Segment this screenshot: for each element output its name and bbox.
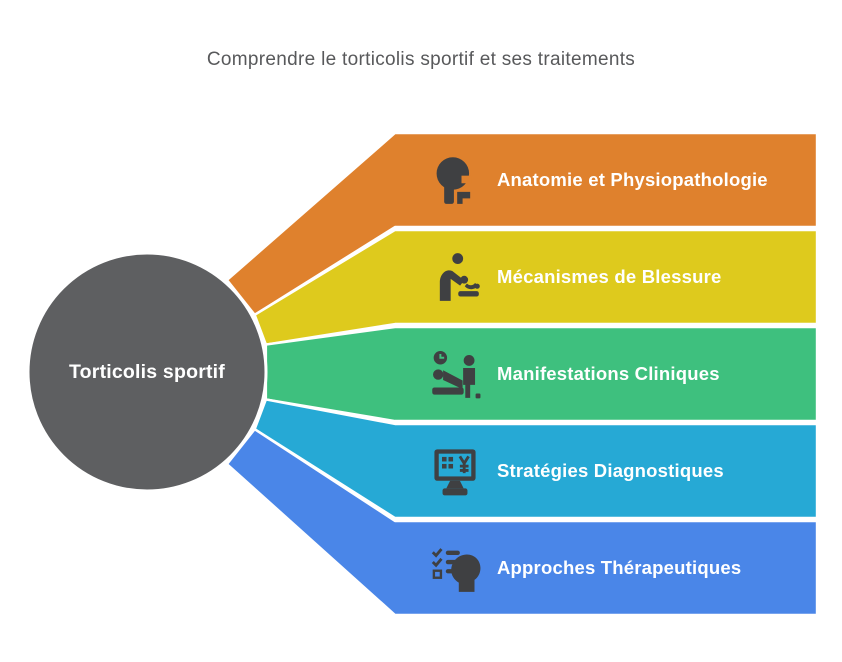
- branch-label: Stratégies Diagnostiques: [497, 460, 724, 481]
- patient-exam-icon: [432, 351, 481, 399]
- branch-row-mecanismes: Mécanismes de Blessure: [395, 230, 817, 324]
- center-label: Torticolis sportif: [69, 360, 225, 383]
- head-checklist-icon: [431, 548, 481, 592]
- branch-row-manifestations: Manifestations Cliniques: [395, 327, 817, 421]
- branch-row-approches: Approches Thérapeutiques: [395, 521, 817, 615]
- page-title: Comprendre le torticolis sportif et ses …: [206, 49, 636, 70]
- branch-label: Anatomie et Physiopathologie: [497, 169, 768, 190]
- head-neck-icon: [436, 157, 472, 204]
- center-circle: [26, 251, 268, 493]
- branch-row-anatomie: Anatomie et Physiopathologie: [395, 133, 817, 227]
- branch-label: Approches Thérapeutiques: [497, 557, 742, 578]
- branch-shape-approches: [225, 428, 819, 617]
- diagnostic-monitor-icon: [434, 449, 476, 496]
- branch-label: Manifestations Cliniques: [497, 363, 720, 384]
- branch-label: Mécanismes de Blessure: [497, 266, 722, 287]
- person-care-icon: [439, 253, 480, 301]
- branch-row-strategies: Stratégies Diagnostiques: [395, 424, 817, 518]
